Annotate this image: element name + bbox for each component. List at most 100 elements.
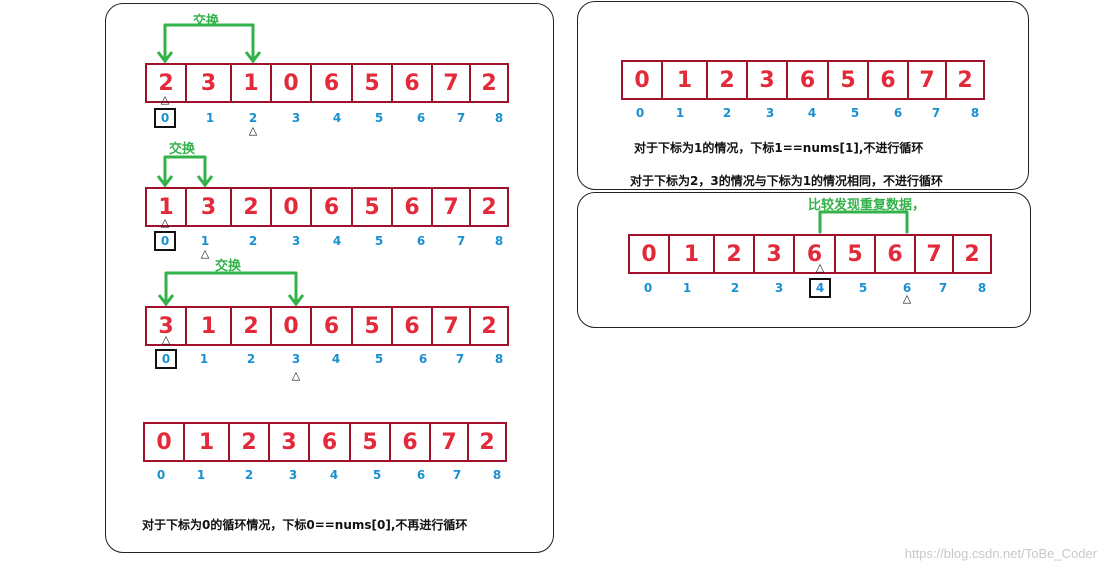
array-cell: 2 bbox=[469, 63, 509, 103]
index-label: 8 bbox=[494, 234, 504, 248]
arrow-head bbox=[196, 175, 214, 188]
array-cell: 7 bbox=[431, 187, 471, 227]
watermark: https://blog.csdn.net/ToBe_Coder bbox=[904, 546, 1097, 561]
current-index-box: 0 bbox=[154, 231, 176, 251]
pointer-triangle-icon: △ bbox=[291, 369, 301, 382]
left-note: 对于下标为0的循环情况，下标0==nums[0],不再进行循环 bbox=[142, 518, 468, 532]
swap-label: 交换 bbox=[215, 259, 242, 274]
array-cell: 5 bbox=[351, 306, 393, 346]
right-bottom-panel bbox=[577, 192, 1031, 328]
array-cell: 3 bbox=[268, 422, 310, 462]
index-label: 1 bbox=[682, 281, 692, 295]
arrow-head bbox=[287, 294, 305, 307]
array-cell: 2 bbox=[945, 60, 985, 100]
index-label: 4 bbox=[331, 352, 341, 366]
index-label: 1 bbox=[199, 352, 209, 366]
index-label: 7 bbox=[456, 234, 466, 248]
index-label: 5 bbox=[374, 352, 384, 366]
index-label: 1 bbox=[205, 111, 215, 125]
array-cell: 6 bbox=[867, 60, 909, 100]
array-cell: 3 bbox=[746, 60, 788, 100]
array-cell: 1 bbox=[183, 422, 230, 462]
array-cell: 2 bbox=[230, 187, 272, 227]
pointer-triangle-icon: △ bbox=[815, 261, 825, 274]
pointer-triangle-icon: △ bbox=[160, 216, 170, 229]
array-cell: 7 bbox=[429, 422, 469, 462]
index-label: 7 bbox=[938, 281, 948, 295]
current-index-box: 0 bbox=[155, 349, 177, 369]
array-cell: 6 bbox=[310, 63, 353, 103]
index-label: 8 bbox=[492, 468, 502, 482]
index-label: 4 bbox=[329, 468, 339, 482]
array-cell: 3 bbox=[185, 63, 232, 103]
array-cell: 1 bbox=[230, 63, 272, 103]
index-label: 6 bbox=[416, 234, 426, 248]
index-label: 7 bbox=[452, 468, 462, 482]
array-cell: 0 bbox=[270, 63, 312, 103]
pointer-triangle-icon: △ bbox=[160, 93, 170, 106]
array-cell: 5 bbox=[349, 422, 391, 462]
index-label: 4 bbox=[332, 111, 342, 125]
right-top-note-2: 对于下标为2，3的情况与下标为1的情况相同，不进行循环 bbox=[630, 174, 944, 188]
index-label: 7 bbox=[455, 352, 465, 366]
array-cell: 2 bbox=[469, 306, 509, 346]
index-label: 5 bbox=[374, 111, 384, 125]
array-cell: 6 bbox=[308, 422, 351, 462]
array-cell: 6 bbox=[310, 187, 353, 227]
index-label: 0 bbox=[635, 106, 645, 120]
array-cell: 6 bbox=[391, 306, 433, 346]
pointer-triangle-icon: △ bbox=[200, 247, 210, 260]
arrow-head bbox=[157, 294, 175, 307]
index-label: 5 bbox=[372, 468, 382, 482]
index-label: 5 bbox=[850, 106, 860, 120]
index-label: 3 bbox=[291, 234, 301, 248]
array-cell: 0 bbox=[270, 306, 312, 346]
index-label: 2 bbox=[246, 352, 256, 366]
index-label: 8 bbox=[494, 111, 504, 125]
index-label: 1 bbox=[196, 468, 206, 482]
array-cell: 6 bbox=[389, 422, 431, 462]
pointer-triangle-icon: △ bbox=[161, 333, 171, 346]
index-label: 8 bbox=[494, 352, 504, 366]
index-label: 0 bbox=[156, 468, 166, 482]
pointer-triangle-icon: △ bbox=[902, 292, 912, 305]
index-label: 3 bbox=[774, 281, 784, 295]
arrow-head bbox=[244, 51, 262, 64]
arrow-head bbox=[156, 175, 174, 188]
array-cell: 3 bbox=[185, 187, 232, 227]
array-cell: 0 bbox=[621, 60, 663, 100]
index-label: 8 bbox=[970, 106, 980, 120]
index-label: 6 bbox=[416, 468, 426, 482]
index-label: 5 bbox=[374, 234, 384, 248]
index-label: 2 bbox=[248, 234, 258, 248]
pointer-triangle-icon: △ bbox=[248, 124, 258, 137]
index-label: 8 bbox=[977, 281, 987, 295]
index-label: 1 bbox=[675, 106, 685, 120]
array-cell: 6 bbox=[786, 60, 829, 100]
array-cell: 6 bbox=[310, 306, 353, 346]
array-cell: 2 bbox=[467, 422, 507, 462]
array-cell: 7 bbox=[431, 63, 471, 103]
array-cell: 7 bbox=[914, 234, 954, 274]
array-cell: 7 bbox=[907, 60, 947, 100]
array-cell: 0 bbox=[143, 422, 185, 462]
compare-label: 比较发现重复数据， bbox=[808, 198, 926, 213]
array-cell: 1 bbox=[185, 306, 232, 346]
array-cell: 5 bbox=[827, 60, 869, 100]
array-cell: 2 bbox=[706, 60, 748, 100]
index-label: 2 bbox=[244, 468, 254, 482]
array-cell: 1 bbox=[668, 234, 715, 274]
array-cell: 0 bbox=[628, 234, 670, 274]
array-cell: 2 bbox=[952, 234, 992, 274]
index-label: 0 bbox=[643, 281, 653, 295]
index-label: 3 bbox=[291, 111, 301, 125]
index-label: 2 bbox=[248, 111, 258, 125]
index-label: 5 bbox=[858, 281, 868, 295]
array-cell: 6 bbox=[874, 234, 916, 274]
